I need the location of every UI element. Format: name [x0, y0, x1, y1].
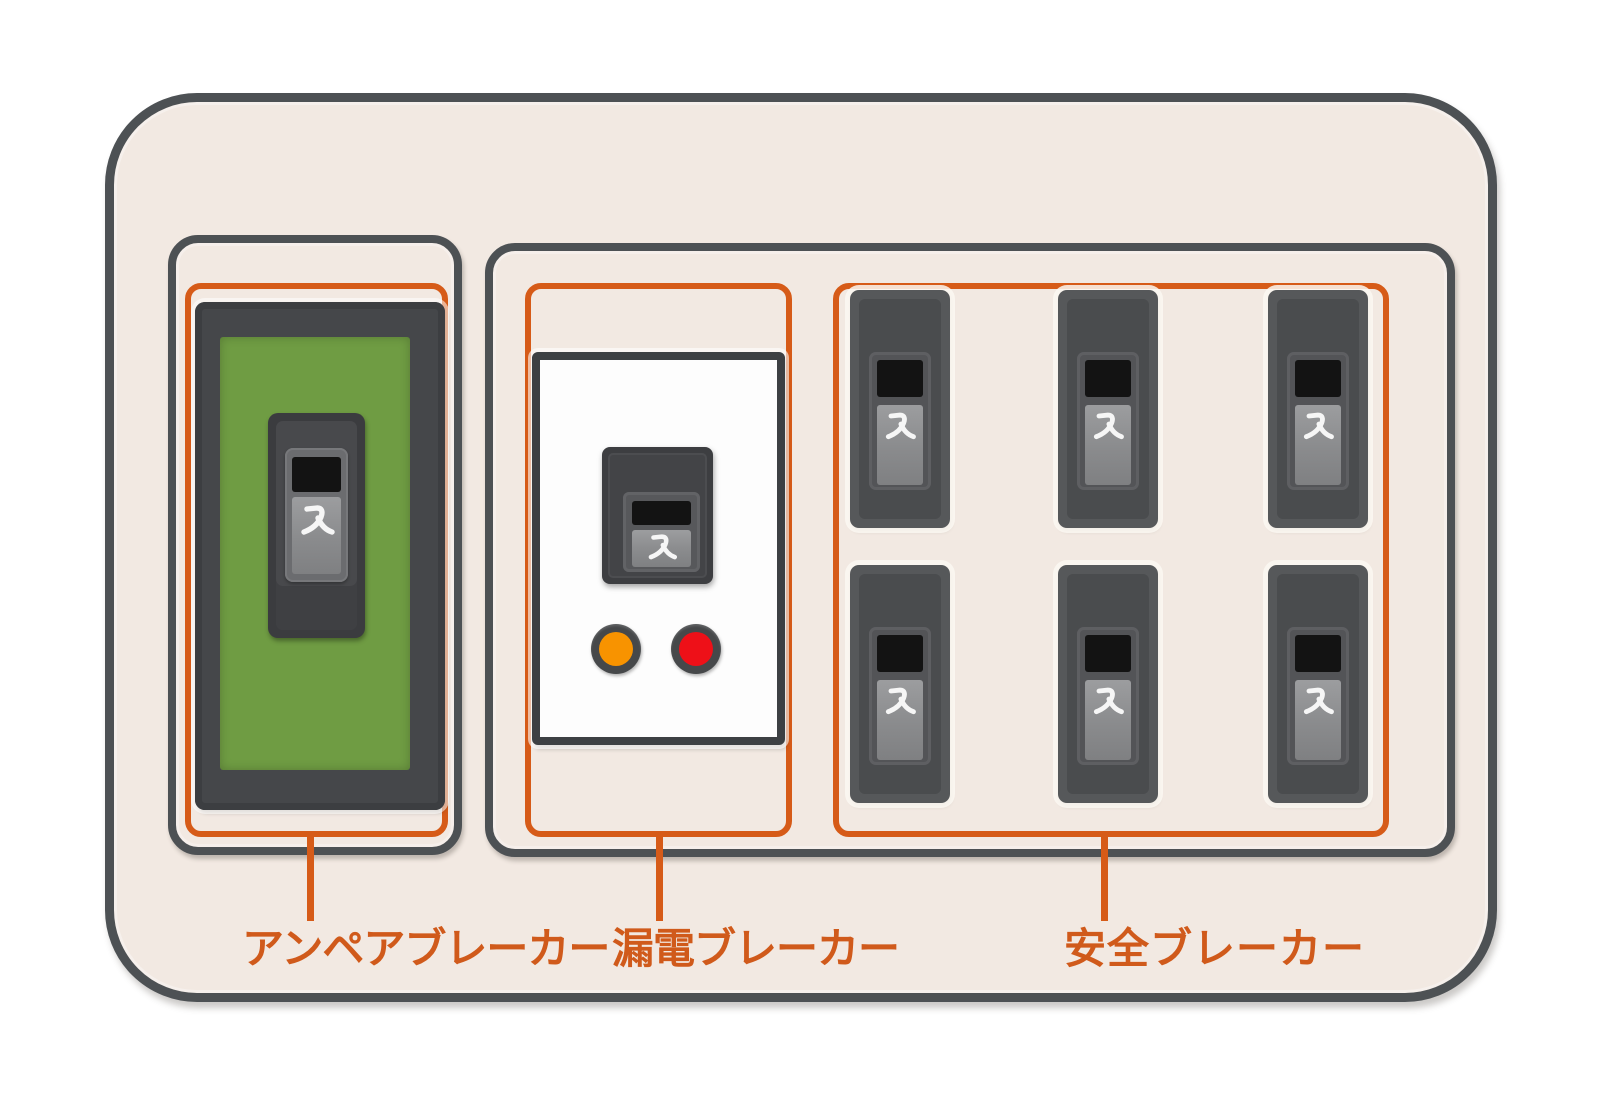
ampere-breaker-switch-housing: [268, 413, 365, 638]
iri-on-glyph-icon: [648, 534, 677, 560]
leakage-breaker-toggle: [623, 492, 700, 572]
iri-on-glyph-icon: [1093, 687, 1124, 715]
ampere-breaker-toggle: [285, 448, 348, 582]
toggle-window: [632, 501, 691, 525]
toggle-window: [877, 635, 923, 672]
toggle-window: [1085, 360, 1131, 397]
toggle-on-face: [877, 680, 923, 760]
leakage-callout-line: [656, 835, 663, 921]
toggle-on-face: [1295, 405, 1341, 485]
iri-on-glyph-icon: [1303, 687, 1334, 715]
safety-breaker-label: 安全ブレーカー: [1064, 924, 1366, 973]
toggle-window: [292, 457, 341, 492]
iri-on-glyph-icon: [885, 687, 916, 715]
iri-on-glyph-icon: [885, 412, 916, 440]
ampere-callout-line: [307, 835, 314, 921]
leakage-breaker-highlight-box: [525, 283, 792, 837]
toggle-window: [1295, 360, 1341, 397]
ampere-breaker-highlight-box: [185, 283, 448, 837]
safety-breakers-highlight-box: [833, 283, 1389, 837]
orange-indicator-lamp: [591, 624, 641, 674]
toggle-window: [1085, 635, 1131, 672]
leakage-breaker-switch-housing: [602, 447, 713, 584]
safety-breaker-6: [1268, 565, 1368, 803]
safety-breaker-3: [1268, 290, 1368, 528]
red-indicator-lamp: [671, 624, 721, 674]
toggle-window: [1295, 635, 1341, 672]
iri-on-glyph-icon: [1303, 412, 1334, 440]
iri-on-glyph-icon: [300, 505, 335, 535]
toggle-on-face: [632, 530, 691, 567]
safety-breaker-5: [1058, 565, 1158, 803]
toggle-on-face: [292, 497, 341, 574]
safety-breaker-4: [850, 565, 950, 803]
safety-callout-line: [1101, 835, 1108, 921]
safety-breaker-1: [850, 290, 950, 528]
toggle-on-face: [1295, 680, 1341, 760]
toggle-on-face: [877, 405, 923, 485]
ampere-breaker-label: アンペアブレーカー: [242, 924, 610, 973]
safety-breaker-2: [1058, 290, 1158, 528]
ampere-breaker-unit: [195, 302, 445, 810]
toggle-on-face: [1085, 405, 1131, 485]
orange-lamp-lens: [599, 632, 633, 666]
toggle-window: [877, 360, 923, 397]
leakage-breaker-unit: [532, 352, 785, 745]
red-lamp-lens: [679, 632, 713, 666]
leakage-breaker-label: 漏電ブレーカー: [612, 924, 900, 973]
toggle-on-face: [1085, 680, 1131, 760]
iri-on-glyph-icon: [1093, 412, 1124, 440]
